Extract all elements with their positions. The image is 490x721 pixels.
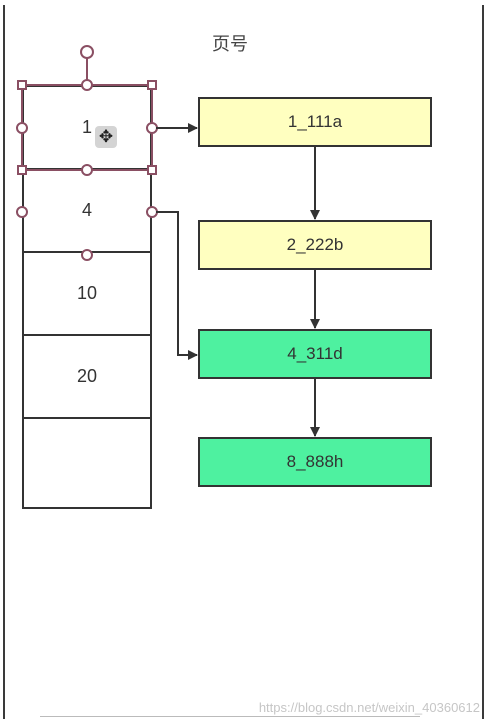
bottom-divider [40, 716, 420, 717]
watermark: https://blog.csdn.net/weixin_40360612 [258, 700, 480, 715]
rotate-handle[interactable] [80, 45, 94, 59]
handle-top-left[interactable] [17, 80, 27, 90]
handle-bottom[interactable] [81, 164, 93, 176]
selection-box[interactable] [21, 84, 153, 171]
handle-bottom-left[interactable] [17, 165, 27, 175]
connection-point-left[interactable] [16, 206, 28, 218]
node-3[interactable]: 4_311d [198, 329, 432, 379]
handle-top-right[interactable] [147, 80, 157, 90]
node-2[interactable]: 2_222b [198, 220, 432, 270]
node-1[interactable]: 1_111a [198, 97, 432, 147]
handle-left[interactable] [16, 122, 28, 134]
resize-handles[interactable] [16, 79, 158, 176]
handle-right[interactable] [146, 122, 158, 134]
arrow-cell2-to-node3 [156, 211, 198, 360]
canvas-frame [3, 5, 484, 719]
connection-point-right[interactable] [146, 206, 158, 218]
page-cell-3[interactable]: 10 [24, 253, 150, 336]
move-cursor-icon: ✥ [95, 126, 117, 148]
page-table: 1 4 10 20 [22, 85, 152, 509]
node-4[interactable]: 8_888h [198, 437, 432, 487]
connection-point-bottom[interactable] [81, 249, 93, 261]
page-cell-4[interactable]: 20 [24, 336, 150, 419]
handle-top[interactable] [81, 79, 93, 91]
handle-bottom-right[interactable] [147, 165, 157, 175]
page-number-title: 页号 [212, 34, 248, 54]
